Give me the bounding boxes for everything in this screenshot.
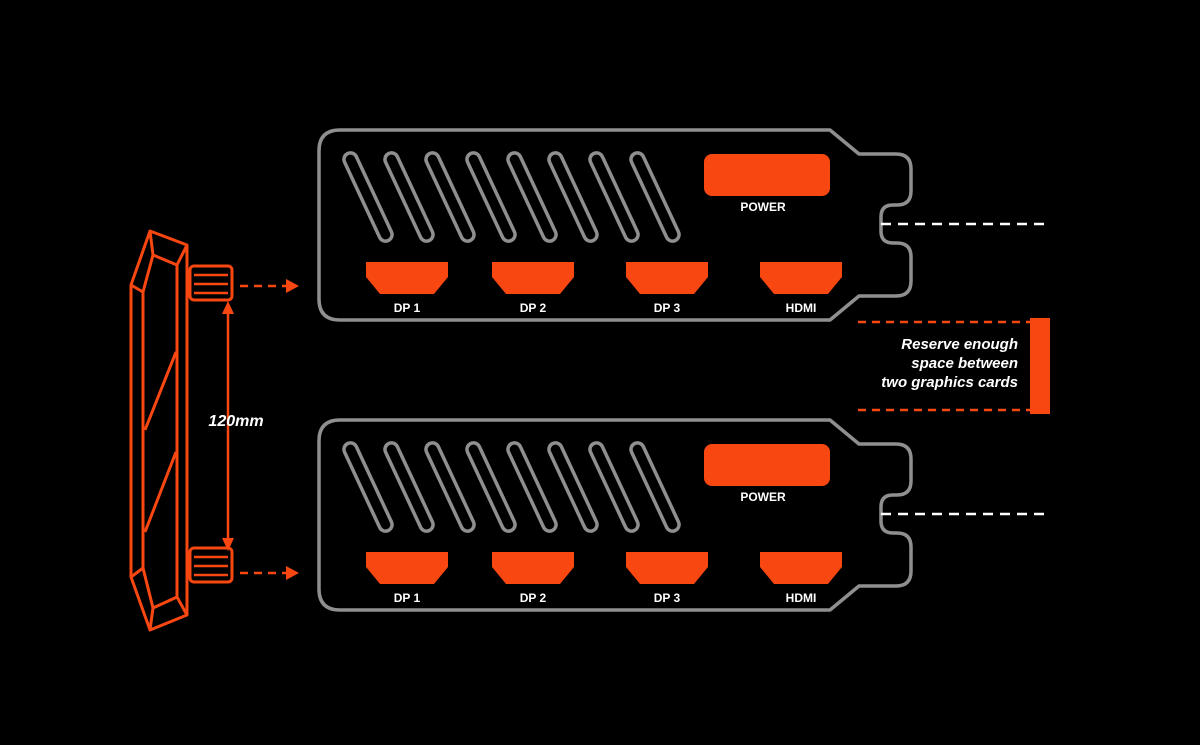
vent-slot (424, 441, 476, 533)
port-label: DP 1 (393, 591, 421, 605)
fan-connector-tab (188, 546, 234, 584)
display-port (760, 262, 842, 294)
spacing-region (858, 318, 1050, 414)
top-card (317, 128, 913, 322)
vent-slot (547, 441, 599, 533)
case-bracket-block (1030, 318, 1050, 414)
spacing-annotation-line: Reserve enough (901, 336, 1018, 353)
dimension-arrowhead-up (222, 301, 234, 314)
vent-slot (383, 151, 435, 243)
port-label: HDMI (785, 301, 817, 315)
display-port (626, 552, 708, 584)
arrowhead-icon (286, 566, 299, 580)
fan-connector-tab-ridges (194, 273, 228, 295)
spacing-annotation-line: two graphics cards (881, 374, 1018, 391)
vent-slot (588, 441, 640, 533)
card-bracket-outline (317, 418, 913, 612)
display-port (626, 262, 708, 294)
port-label: DP 3 (653, 301, 681, 315)
fan-outline (129, 229, 189, 632)
vent-slot (629, 151, 681, 243)
power-connector (704, 444, 830, 486)
fan-connector-tab-body (188, 546, 234, 584)
fan-to-top-card-arrow (240, 279, 299, 293)
power-connector-label: POWER (740, 490, 786, 504)
port-label: DP 2 (519, 591, 547, 605)
spacing-annotation: Reserve enough space between two graphic… (881, 335, 1018, 392)
fan (129, 229, 234, 632)
bottom-card (317, 418, 913, 612)
vent-slot (506, 151, 558, 243)
vent-slot (342, 441, 394, 533)
dimension-arrowhead-down (222, 538, 234, 551)
fan-connector-tab-ridges (194, 555, 228, 577)
display-port (366, 552, 448, 584)
vent-slot (506, 441, 558, 533)
port-label: DP 3 (653, 591, 681, 605)
card-bracket-outline (317, 128, 913, 322)
display-port (760, 552, 842, 584)
vent-slot (629, 441, 681, 533)
power-connector-label: POWER (740, 200, 786, 214)
dimension-label: 120mm (208, 413, 264, 430)
spacing-annotation-line: space between (911, 355, 1018, 372)
vent-slot (588, 151, 640, 243)
vent-slot (424, 151, 476, 243)
vent-slot (342, 151, 394, 243)
power-connector (704, 154, 830, 196)
vent-slot (383, 441, 435, 533)
display-port (366, 262, 448, 294)
vent-slot (465, 151, 517, 243)
fan-connector-tab (188, 264, 234, 302)
vent-slot (547, 151, 599, 243)
fan-connector-tab-body (188, 264, 234, 302)
display-port (492, 552, 574, 584)
fan-to-bottom-card-arrow (240, 566, 299, 580)
port-label: DP 2 (519, 301, 547, 315)
dimension-arrow (222, 301, 234, 551)
port-label: DP 1 (393, 301, 421, 315)
display-port (492, 262, 574, 294)
vent-slot (465, 441, 517, 533)
port-label: HDMI (785, 591, 817, 605)
arrowhead-icon (286, 279, 299, 293)
